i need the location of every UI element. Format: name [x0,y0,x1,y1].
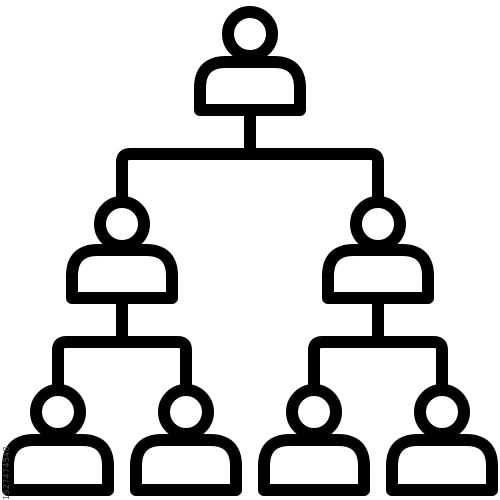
person-body-right-left-member [258,434,370,496]
person-head-right-right-member [414,384,470,440]
person-body-left-left-member [2,434,114,496]
connector-branch-right-manager [308,336,448,390]
person-icon-left-right-member [130,384,242,496]
connector-lines [52,110,448,390]
person-head-right-manager [350,196,406,252]
person-icon-right-left-member [258,384,370,496]
person-body-left-right-member [130,434,242,496]
connector-branch-left-manager [52,336,192,390]
person-icon-right-manager [322,196,434,304]
person-head-left-right-member [158,384,214,440]
connector-branch-root [116,148,384,202]
person-body-right-manager [322,244,434,304]
person-icon-left-manager [66,196,178,304]
person-icon-left-left-member [2,384,114,496]
people-nodes [2,6,498,496]
person-body-right-right-member [386,434,498,496]
person-body-root [194,56,306,116]
person-icon-root [194,6,306,116]
person-head-root [222,6,278,62]
person-head-left-manager [94,196,150,252]
person-head-right-left-member [286,384,342,440]
person-icon-right-right-member [386,384,498,496]
person-head-left-left-member [30,384,86,440]
watermark-id: 1527474548 [2,446,11,500]
person-body-left-manager [66,244,178,304]
